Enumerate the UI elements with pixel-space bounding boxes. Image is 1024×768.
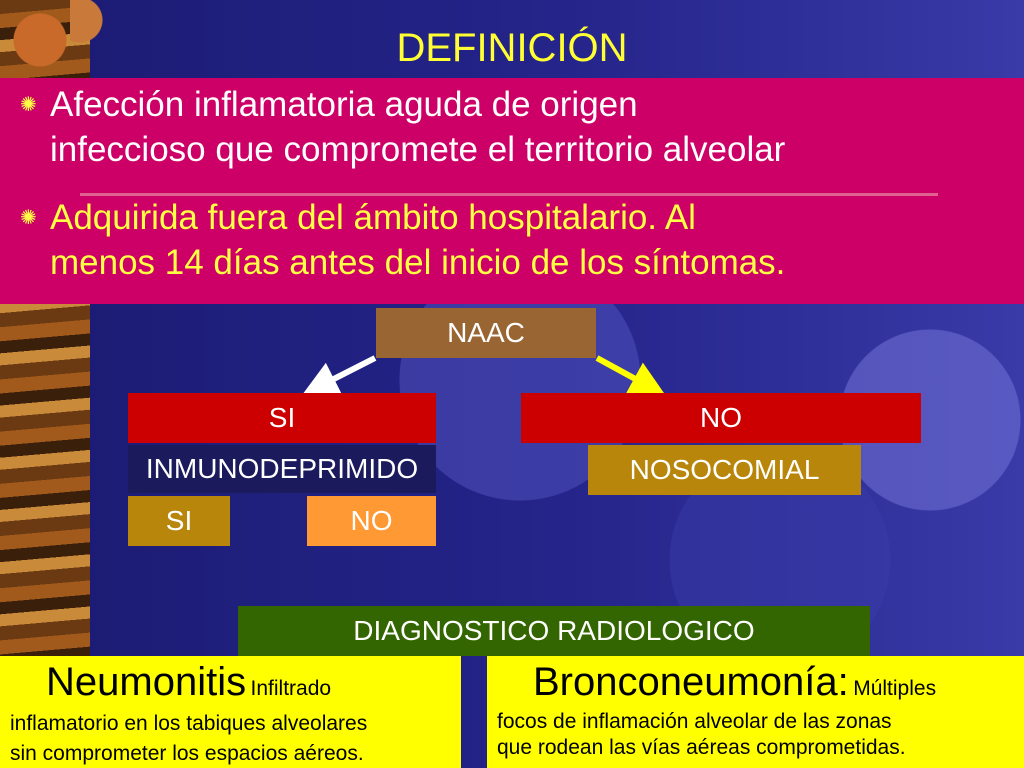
slide-title: DEFINICIÓN — [396, 26, 628, 70]
bullet-2: ✺ Adquirida fuera del ámbito hospitalari… — [20, 195, 1010, 285]
bullet-1-line-2: infeccioso que compromete el territorio … — [50, 130, 786, 169]
branch-si: SI — [128, 393, 436, 443]
arrow-left-icon — [301, 355, 377, 396]
term-neumonitis-lead: Infiltrado — [250, 677, 332, 700]
root-node-naac: NAAC — [376, 308, 596, 358]
divider — [80, 193, 938, 196]
sunburst-bullet-icon: ✺ — [20, 94, 37, 116]
sunburst-bullet-icon: ✺ — [20, 207, 37, 229]
neumonitis-line-3: sin comprometer los espacios aéreos. — [10, 742, 364, 765]
gear-decoration-icon — [70, 0, 130, 60]
definition-panel-neumonitis: Neumonitis Infiltrado inflamatorio en lo… — [0, 656, 461, 768]
term-bronconeumonia: Bronconeumonía: — [533, 660, 849, 704]
bullet-1: ✺ Afección inflamatoria aguda de origen … — [20, 82, 1010, 172]
node-diagnostico-radiologico: DIAGNOSTICO RADIOLOGICO — [238, 606, 870, 656]
term-bronconeumonia-lead: Múltiples — [853, 677, 937, 700]
definition-banner — [0, 78, 1024, 304]
arrow-right-icon — [595, 355, 666, 396]
node-inmuno-no: NO — [307, 496, 436, 546]
neumonitis-line-2: inflamatorio en los tabiques alveolares — [10, 712, 368, 735]
bullet-2-line-2: menos 14 días antes del inicio de los sí… — [50, 243, 786, 282]
branch-no: NO — [521, 393, 921, 443]
node-inmunodeprimido: INMUNODEPRIMIDO — [128, 445, 436, 493]
definition-panel-bronconeumonia: Bronconeumonía: Múltiples focos de infla… — [487, 656, 1024, 768]
node-inmuno-si: SI — [128, 496, 230, 546]
term-neumonitis: Neumonitis — [46, 660, 247, 704]
node-nosocomial: NOSOCOMIAL — [588, 445, 861, 495]
bronconeumonia-line-2: focos de inflamación alveolar de las zon… — [497, 710, 892, 733]
bullet-2-line-1: Adquirida fuera del ámbito hospitalario.… — [50, 198, 696, 237]
bullet-1-line-1: Afección inflamatoria aguda de origen — [50, 85, 638, 124]
bronconeumonia-line-3: que rodean las vías aéreas comprometidas… — [497, 736, 906, 759]
